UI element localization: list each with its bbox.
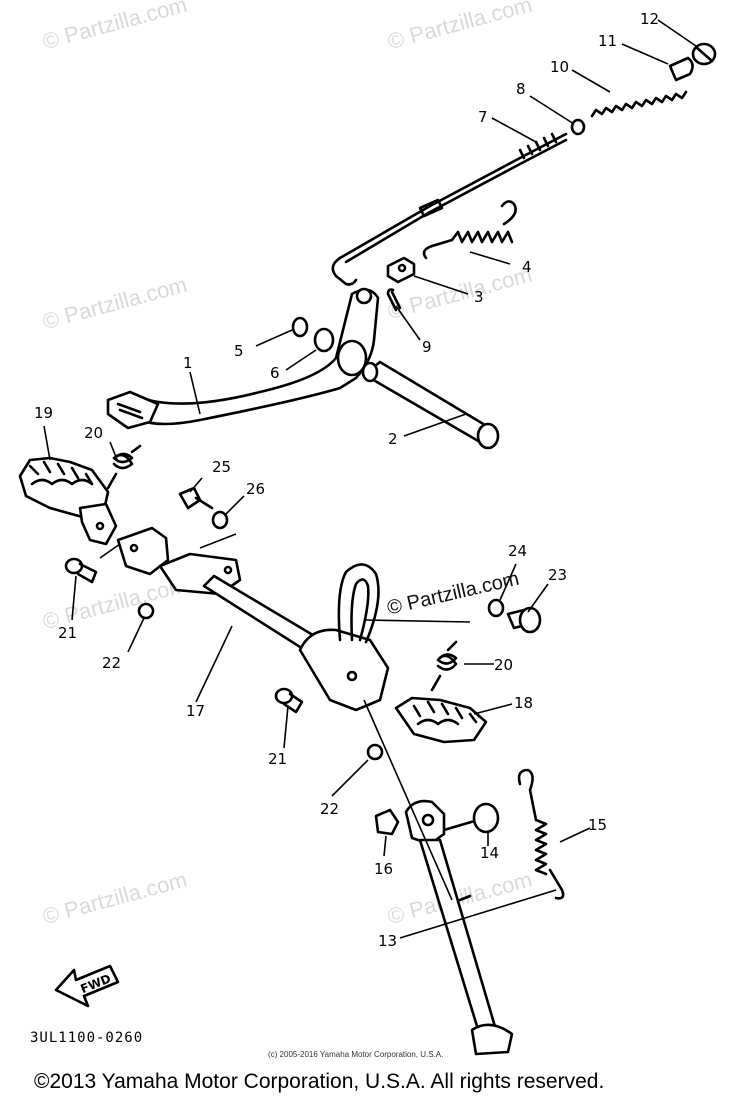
callout-19: 19 xyxy=(34,404,53,422)
callout-7: 7 xyxy=(478,108,488,126)
callout-23: 23 xyxy=(548,566,567,584)
callout-24: 24 xyxy=(508,542,527,560)
fwd-arrow-icon xyxy=(54,964,120,1008)
part-19-footrest-left xyxy=(18,456,118,546)
leader-lines xyxy=(43,19,697,939)
callout-15: 15 xyxy=(588,816,607,834)
callout-14: 14 xyxy=(480,844,499,862)
part-7-rod xyxy=(331,132,568,286)
part-20-spring-left xyxy=(106,444,142,490)
part-22-washer-left xyxy=(137,602,155,620)
part-2-shaft xyxy=(361,360,500,450)
callout-22-left: 22 xyxy=(102,654,121,672)
callout-21-left: 21 xyxy=(58,624,77,642)
part-16-nut xyxy=(374,808,400,836)
part-24-washer xyxy=(487,598,505,618)
part-20-spring-right xyxy=(430,640,458,692)
part-1-brake-pedal xyxy=(106,287,380,430)
part-17-footrest-bar xyxy=(158,552,390,712)
callout-13: 13 xyxy=(378,932,397,950)
part-5-washer xyxy=(291,316,309,338)
part-15-spring xyxy=(517,768,565,900)
callout-21-right: 21 xyxy=(268,750,287,768)
callout-17: 17 xyxy=(186,702,205,720)
part-26-washer xyxy=(211,510,229,530)
callout-18: 18 xyxy=(514,694,533,712)
callout-5: 5 xyxy=(234,342,244,360)
callout-20-right: 20 xyxy=(494,656,513,674)
part-6-washer xyxy=(313,327,335,353)
part-9-cotter-pin xyxy=(386,288,402,312)
part-4-spring xyxy=(422,200,517,260)
part-10-spring xyxy=(590,90,688,118)
part-14-bolt xyxy=(442,802,500,834)
callout-numbers: 1 2 3 4 5 6 7 8 9 10 11 12 13 14 15 16 1… xyxy=(34,10,659,950)
callout-11: 11 xyxy=(598,32,617,50)
part-11-pin xyxy=(668,56,694,82)
part-3-bracket xyxy=(386,256,416,284)
callout-3: 3 xyxy=(474,288,484,306)
callout-2: 2 xyxy=(388,430,398,448)
callout-26: 26 xyxy=(246,480,265,498)
callout-22-right: 22 xyxy=(320,800,339,818)
callout-4: 4 xyxy=(522,258,532,276)
callout-9: 9 xyxy=(422,338,432,356)
part-23-bolt xyxy=(506,606,542,634)
diagram-code: 3UL1100-0260 xyxy=(30,1030,144,1046)
part-25-bolt xyxy=(178,486,214,510)
part-8-washer xyxy=(570,118,586,136)
part-22-washer-right xyxy=(366,743,384,761)
callout-20-left: 20 xyxy=(84,424,103,442)
callout-6: 6 xyxy=(270,364,280,382)
footrest-bracket-left xyxy=(116,526,170,576)
footer-copyright: ©2013 Yamaha Motor Corporation, U.S.A. A… xyxy=(34,1070,605,1093)
callout-16: 16 xyxy=(374,860,393,878)
callout-10: 10 xyxy=(550,58,569,76)
callout-25: 25 xyxy=(212,458,231,476)
part-21-pin-right xyxy=(274,687,304,714)
callout-12: 12 xyxy=(640,10,659,28)
part-13-sidestand xyxy=(404,799,514,1056)
small-copyright: (c) 2005-2016 Yamaha Motor Corporation, … xyxy=(268,1050,444,1059)
part-21-pin-left xyxy=(64,557,98,584)
part-18-footrest-right xyxy=(394,696,488,744)
callout-1: 1 xyxy=(183,354,193,372)
part-12-cap xyxy=(691,42,717,66)
callout-8: 8 xyxy=(516,80,526,98)
